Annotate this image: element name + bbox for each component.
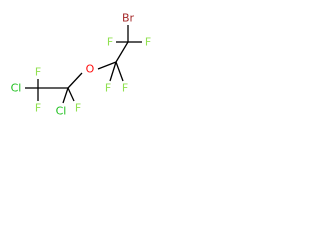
bromine-atom: Br [122, 12, 135, 25]
bond-c1-c2 [115, 41, 129, 63]
atom-labels: Br F F O F F F Cl F Cl F [11, 12, 152, 118]
fluorine-atom-c2-left: F [105, 82, 111, 95]
bonds [25, 25, 142, 104]
chlorine-atom-c3: Cl [56, 105, 67, 118]
bond-c3-cl [62, 87, 69, 104]
fluorine-atom-c2-right: F [122, 82, 128, 95]
bond-c3-f [67, 87, 75, 102]
fluorine-atom-c4-bottom: F [35, 102, 41, 115]
fluorine-atom-c1-right: F [145, 36, 151, 49]
fluorine-atom-c3: F [75, 102, 81, 115]
fluorine-atom-c4-top: F [35, 66, 41, 79]
bond-c2-o [97, 61, 117, 70]
chemical-structure: Br F F O F F F Cl F Cl F [11, 12, 152, 118]
bond-c2-f-left [109, 61, 117, 82]
oxygen-atom: O [86, 63, 95, 76]
fluorine-atom-c1-left: F [107, 36, 113, 49]
chlorine-atom-c4: Cl [11, 82, 22, 95]
bond-c2-f-right [115, 61, 124, 82]
bond-o-c3 [67, 72, 83, 89]
